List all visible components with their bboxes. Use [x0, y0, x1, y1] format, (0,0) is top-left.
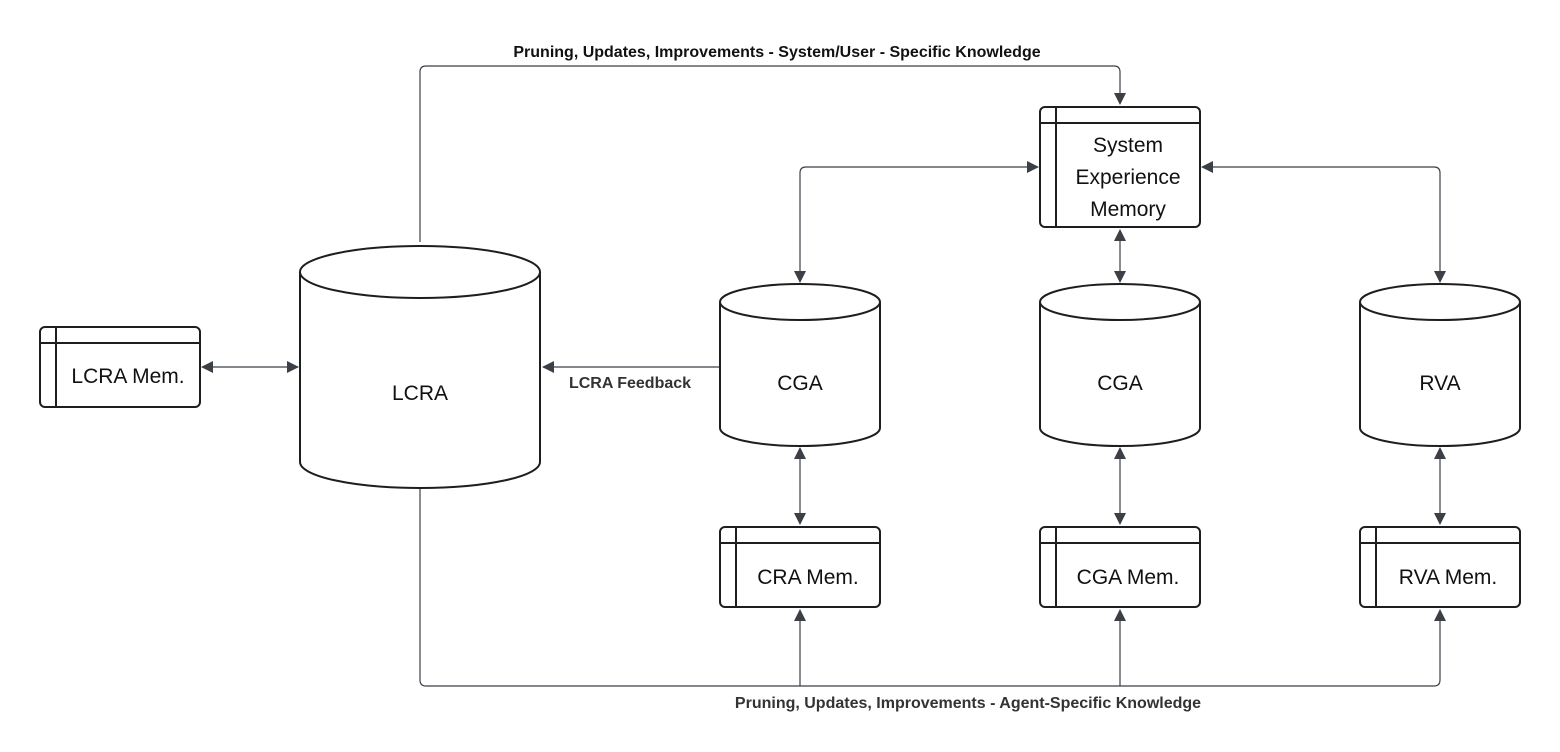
system-memory-rva-connector — [1201, 161, 1446, 283]
cga-2-label: CGA — [1097, 372, 1143, 395]
rva-mem-label: RVA Mem. — [1399, 566, 1497, 589]
system-memory-line-3: Memory — [1090, 198, 1166, 221]
top-knowledge-connector — [419, 65, 1126, 242]
rva-label: RVA — [1419, 372, 1460, 395]
cga-mem-label: CGA Mem. — [1077, 566, 1180, 589]
cga-mem-node[interactable]: CGA Mem. — [1039, 526, 1201, 608]
system-memory-cga1-connector — [794, 161, 1039, 283]
cga-node-1[interactable]: CGA — [719, 283, 881, 447]
bottom-knowledge-label: Pruning, Updates, Improvements - Agent-S… — [735, 695, 1201, 712]
lcra-mem-node[interactable]: LCRA Mem. — [39, 326, 201, 408]
system-memory-line-2: Experience — [1075, 166, 1180, 189]
top-knowledge-label: Pruning, Updates, Improvements - System/… — [513, 44, 1040, 61]
lcra-node[interactable]: LCRA — [299, 245, 541, 489]
cga-1-label: CGA — [777, 372, 823, 395]
rva-mem-node[interactable]: RVA Mem. — [1359, 526, 1521, 608]
cga-node-2[interactable]: CGA — [1039, 283, 1201, 447]
lcra-label: LCRA — [392, 382, 448, 405]
rva-node[interactable]: RVA — [1359, 283, 1521, 447]
cra-mem-node[interactable]: CRA Mem. — [719, 526, 881, 608]
lcra-feedback-label: LCRA Feedback — [569, 375, 691, 392]
bottom-knowledge-connector — [419, 488, 1446, 687]
system-memory-line-1: System — [1093, 134, 1163, 157]
system-experience-memory-node[interactable]: System Experience Memory — [1039, 106, 1201, 228]
cra-mem-label: CRA Mem. — [757, 566, 859, 589]
lcra-mem-label: LCRA Mem. — [71, 365, 184, 388]
